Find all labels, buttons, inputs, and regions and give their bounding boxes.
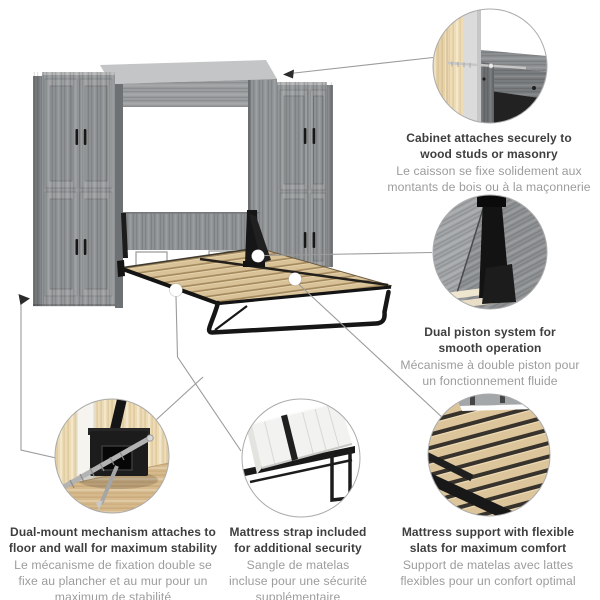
callout-text-en: wood studs or masonry xyxy=(420,147,558,162)
right-cabinet xyxy=(277,82,333,268)
callout-dual-mount: Dual-mount mechanism attaches to floor a… xyxy=(9,524,217,600)
bed-frame xyxy=(117,210,393,335)
callout-mattress-strap: Mattress strap included for additional s… xyxy=(229,524,367,600)
left-cabinet xyxy=(33,72,115,307)
callout-text-en: Dual piston system for xyxy=(424,325,556,339)
piston-left xyxy=(121,213,128,258)
door-handles xyxy=(75,129,87,255)
door-handles xyxy=(303,128,316,248)
detail-circle-slats xyxy=(427,393,551,517)
marker-slats xyxy=(288,272,302,286)
bed-cabinet xyxy=(100,60,277,308)
callout-text-fr: Le caisson se fixe solidement aux xyxy=(396,163,582,178)
callout-text-fr: fixe au plancher et au mur pour un xyxy=(18,573,208,588)
callout-text-fr: un fonctionnement fluide xyxy=(422,373,558,388)
callout-text-fr: montants de bois ou à la maçonnerie xyxy=(387,179,591,194)
callout-cabinet-wall-mount: Cabinet attaches securely to wood studs … xyxy=(387,130,590,195)
callout-text-en: Mattress support with flexible xyxy=(401,525,575,539)
callout-text-fr: Support de matelas avec lattes xyxy=(402,557,574,572)
anchor-markers xyxy=(169,249,302,297)
detail-circle-piston xyxy=(432,194,548,310)
arrow-to-cabinet-base-icon xyxy=(18,294,30,305)
callout-text-fr: Le mécanisme de fixation double se xyxy=(14,557,212,572)
callout-text-en: Dual-mount mechanism attaches to xyxy=(10,525,216,539)
callout-text-fr: incluse pour une sécurité xyxy=(229,573,367,588)
detail-circle-wall-mount xyxy=(432,8,548,124)
detail-circle-floor-mount xyxy=(54,398,170,514)
marker-strap xyxy=(169,283,183,297)
connector-lines xyxy=(20,56,445,459)
marker-piston xyxy=(251,249,265,263)
callout-mattress-support: Mattress support with flexible slats for… xyxy=(400,524,575,589)
callout-dual-piston: Dual piston system for smooth operation … xyxy=(400,324,579,389)
callout-text-fr: maximum de stabilité xyxy=(54,590,172,600)
callout-text-fr: Sangle de matelas xyxy=(246,557,350,572)
callout-text-fr: Mécanisme à double piston pour xyxy=(400,357,580,372)
detail-circle-mattress-strap xyxy=(241,398,361,518)
slat-deck xyxy=(120,248,392,304)
callout-text-en: Mattress strap included xyxy=(229,525,367,539)
callout-text-en: smooth operation xyxy=(438,341,542,356)
callout-text-en: slats for maximum comfort xyxy=(409,541,567,556)
callout-text-fr: supplémentaire xyxy=(255,590,341,600)
callout-text-en: floor and wall for maximum stability xyxy=(8,541,218,556)
mattress-strap-band xyxy=(281,414,298,461)
callout-text-fr: flexibles pour un confort optimal xyxy=(400,573,576,588)
callout-text-en: for additional security xyxy=(234,541,362,556)
callout-text-en: Cabinet attaches securely to xyxy=(406,131,572,145)
arrow-to-cabinet-top-icon xyxy=(283,69,294,79)
